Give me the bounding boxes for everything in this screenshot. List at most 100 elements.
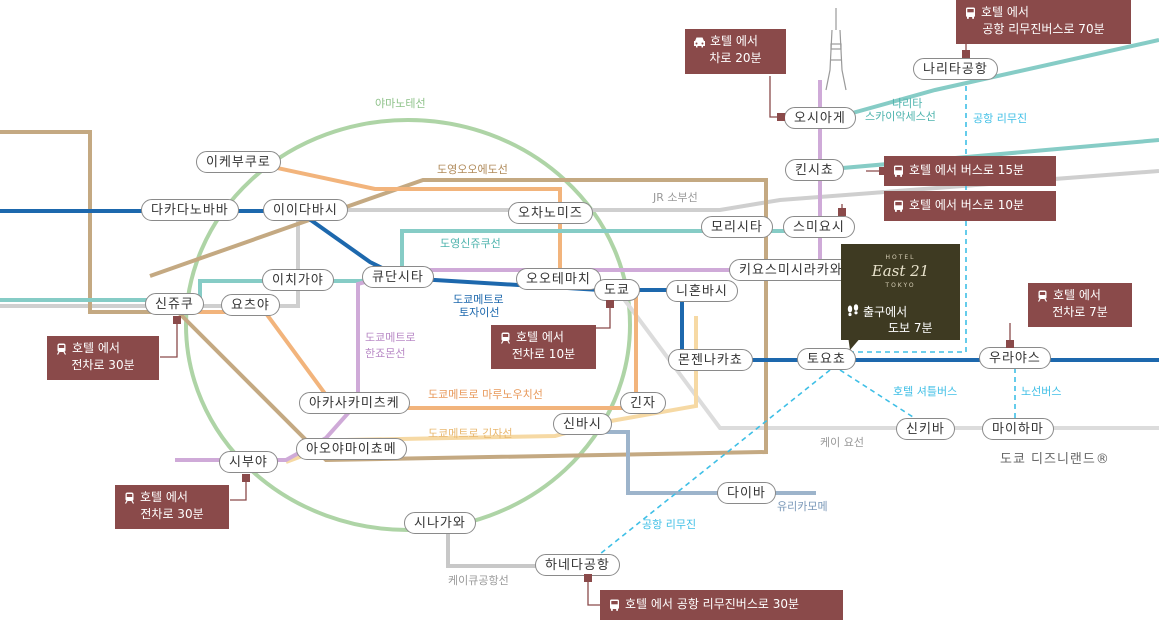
callout-kinshicho-marker [879,167,887,175]
station-yotsuya[interactable]: 요츠야 [221,294,280,316]
callout-narita-marker [962,50,970,58]
line-label-keikyu: 케이큐공항선 [448,574,509,587]
footprints-icon [847,304,859,317]
line-label-limo-haneda: 공항 리무진 [642,518,697,531]
station-urayasu[interactable]: 우라야스 [979,347,1051,369]
callout-narita-line2: 공항 리무진버스로 70분 [982,22,1105,36]
callout-sumiyoshi: 호텔 에서 버스로 10분 [884,191,1056,221]
line-label-shinjuku: 도영신쥬쿠선 [440,237,501,250]
station-takadanobaba[interactable]: 다카다노바바 [141,199,239,221]
callout-tokyo: 호텔 에서 전차로 10분 [491,325,596,369]
callout-shinjuku-marker [173,316,181,324]
station-akasakamitsuke[interactable]: 아카사카미츠케 [299,392,410,414]
line-label-yurikamome: 유리카모메 [777,500,828,513]
line-label-jr-sobu: JR 소부선 [653,191,698,204]
station-iidabashi[interactable]: 이이다바시 [263,199,348,221]
station-ichigaya[interactable]: 이치가야 [262,269,334,291]
line-label-route-bus: 노선버스 [1021,385,1062,398]
station-tokyo[interactable]: 도쿄 [594,279,640,301]
train-icon [124,492,135,504]
callout-haneda: 호텔 에서 공항 리무진버스로 30분 [600,590,843,620]
callout-haneda-line1: 호텔 에서 공항 리무진버스로 30분 [625,597,800,611]
hotel-logo-main: East 21 [871,262,930,280]
callout-narita: 호텔 에서 공항 리무진버스로 70분 [956,0,1131,44]
line-label-tozai-2: 토자이선 [459,306,500,319]
station-otemachi[interactable]: 오오테마치 [516,268,601,290]
station-ginza[interactable]: 긴자 [620,392,666,414]
callout-oshiage: 호텔 에서 차로 20분 [685,29,786,74]
callout-kinshicho-line1: 호텔 에서 버스로 15분 [909,163,1025,177]
station-kiyosumishirakawa[interactable]: 키요스미시라카와 [729,259,853,281]
station-haneda[interactable]: 하네다공항 [535,554,620,576]
line-label-marunouchi: 도쿄메트로 마루노우치선 [428,388,543,401]
callout-urayasu-marker [1006,340,1014,348]
station-toyocho[interactable]: 토요쵸 [797,348,856,370]
bus-icon [610,599,619,611]
callout-shibuya: 호텔 에서 전차로 30분 [115,485,229,529]
line-label-shuttle: 호텔 셔틀버스 [893,385,958,398]
callout-urayasu-line2: 전차로 7분 [1052,305,1108,319]
car-icon [694,37,705,47]
callout-shibuya-line2: 전차로 30분 [140,507,204,521]
narita-skyaccess [819,38,1159,124]
callout-oshiage-line2: 차로 20분 [709,51,762,65]
callout-oshiage-marker [777,113,785,121]
callout-shinjuku-line2: 전차로 30분 [71,358,135,372]
callout-shibuya-marker [242,474,250,482]
line-label-yamanote: 야마노테선 [375,97,426,110]
station-shinagawa[interactable]: 시나가와 [404,512,476,534]
callout-shibuya-line1: 호텔 에서 [140,490,188,504]
station-aoyamaitchome[interactable]: 아오야마이쵸메 [296,438,407,460]
callout-tokyo-line1: 호텔 에서 [516,330,564,344]
callout-kinshicho: 호텔 에서 버스로 15분 [884,156,1056,186]
hotel-logo-top: HOTEL [885,254,916,261]
station-nihonbashi[interactable]: 니혼바시 [666,280,738,302]
line-label-ginza: 도쿄메트로 긴자선 [428,427,513,440]
callout-urayasu-line1: 호텔 에서 [1053,288,1101,302]
callout-narita-line1: 호텔 에서 [981,5,1029,19]
station-shibuya[interactable]: 시부야 [219,451,278,473]
train-icon [500,332,511,344]
hotel-logo-bottom: TOKYO [885,282,916,289]
skytree-icon [825,8,847,91]
bus-icon [966,7,975,19]
station-kinshicho[interactable]: 킨시쵸 [785,159,844,181]
callout-sumiyoshi-marker [838,208,846,216]
keikyu-line [446,525,560,568]
callout-tokyo-line2: 전차로 10분 [511,347,576,361]
hotel-east21-box[interactable]: HOTEL East 21 TOKYO 출구에서 도보 7분 [841,244,960,340]
callout-haneda-marker [584,574,592,582]
tokyo-disneyland-label: 도쿄 디즈니랜드® [1000,452,1110,467]
limo-haneda-line [589,369,831,563]
station-shinkiba[interactable]: 신키바 [896,418,955,440]
line-label-hanzomon-2: 한죠몬선 [365,347,406,360]
hotel-walk-line2: 도보 7분 [888,321,933,335]
callout-oshiage-line1: 호텔 에서 [710,34,758,48]
station-maihama[interactable]: 마이하마 [982,418,1054,440]
bus-icon [894,200,903,212]
station-narita[interactable]: 나리타공항 [913,58,998,80]
station-ikebukuro[interactable]: 이케부쿠로 [196,151,281,173]
line-label-narita-sky-1: 나리타 [892,97,923,110]
line-label-hanzomon-1: 도쿄메트로 [365,331,416,344]
station-kudanshita[interactable]: 큐단시타 [362,266,434,288]
hotel-pointer [848,336,862,350]
station-morishita[interactable]: 모리시타 [701,216,773,238]
station-sumiyoshi[interactable]: 스미요시 [783,216,855,238]
yurikamome-line [588,430,816,495]
line-label-oedo: 도영오오에도선 [437,163,508,176]
station-ochanomizu[interactable]: 오차노미즈 [508,202,593,224]
station-monzennakacho[interactable]: 몬젠나카쵸 [668,349,753,371]
oedo-line [0,130,768,463]
callout-shinjuku-line1: 호텔 에서 [72,341,120,355]
station-shinbashi[interactable]: 신바시 [553,413,612,435]
station-daiba[interactable]: 다이바 [717,482,776,504]
line-label-keiyo: 케이 요선 [820,436,864,449]
line-label-limo-narita: 공항 리무진 [973,112,1028,125]
train-icon [1037,290,1048,302]
bus-icon [894,165,903,177]
line-label-narita-sky-2: 스카이악세스선 [865,110,936,123]
station-oshiage[interactable]: 오시아게 [784,107,856,129]
station-shinjuku[interactable]: 신쥬쿠 [145,293,204,315]
callout-shinjuku: 호텔 에서 전차로 30분 [47,336,159,380]
